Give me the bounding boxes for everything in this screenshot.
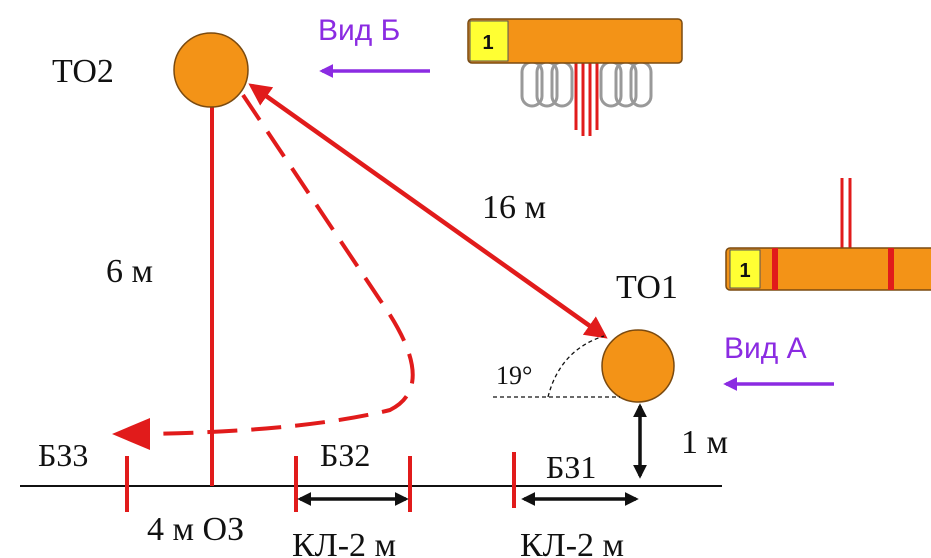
wire-group-b: [574, 62, 599, 136]
diagonal-route: [248, 83, 608, 339]
label-to2: ТО2: [52, 53, 114, 90]
label-bz2: БЗ2: [320, 437, 370, 473]
label-angle: 19°: [496, 361, 532, 390]
label-dist-vertical: 6 м: [106, 253, 153, 290]
node-to1: [601, 329, 675, 403]
node-to2: [173, 32, 249, 108]
label-oz: 4 м ОЗ: [147, 511, 244, 548]
dashed-route: [139, 93, 415, 436]
label-kl-right: КЛ-2 м: [520, 527, 624, 558]
label-kl-left: КЛ-2 м: [292, 527, 396, 558]
label-dist-one: 1 м: [681, 424, 728, 461]
label-dist-diagonal: 16 м: [482, 189, 546, 226]
label-view-a: Вид А: [724, 332, 807, 365]
dashed-route-arrowhead: [112, 418, 150, 450]
box-a-number: 1: [739, 260, 750, 282]
label-bz1: БЗ1: [546, 449, 596, 485]
angle-arc: [547, 335, 605, 398]
label-bz3: БЗ3: [38, 437, 88, 473]
coil-group: [520, 60, 653, 108]
label-view-b: Вид Б: [318, 14, 400, 47]
view-b-box: 1: [467, 18, 683, 136]
box-b-number: 1: [482, 32, 493, 54]
wire-group-a: [840, 178, 852, 250]
label-to1: ТО1: [616, 269, 678, 306]
view-a-box: 1: [725, 178, 931, 291]
